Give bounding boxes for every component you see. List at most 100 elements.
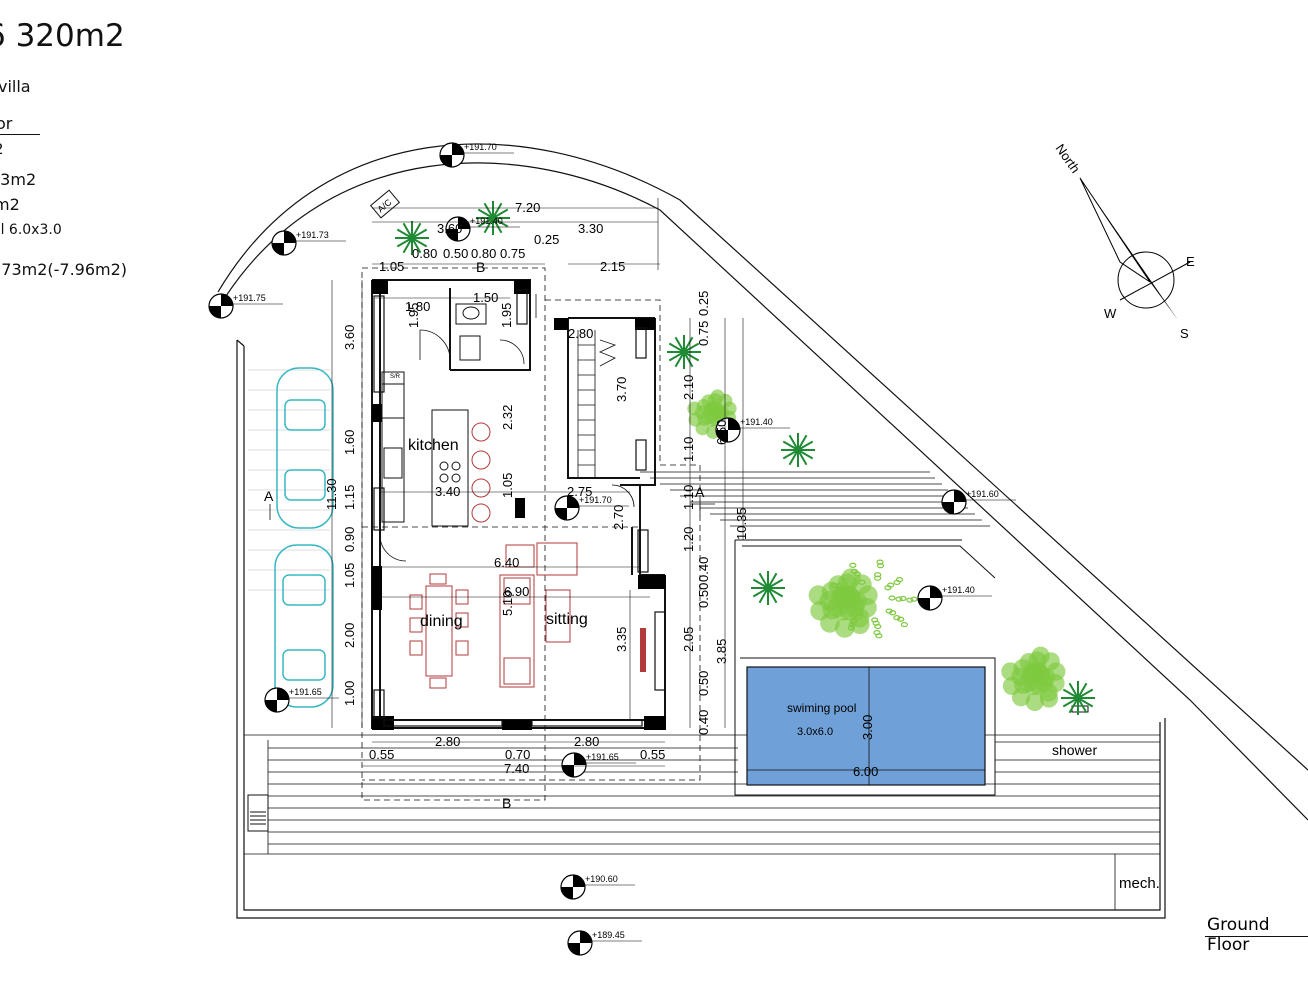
kitchen-counter bbox=[381, 371, 469, 527]
pool-terrace bbox=[734, 539, 996, 796]
dimension-label: 2.32 bbox=[500, 405, 515, 430]
info-heading-underline bbox=[0, 134, 40, 135]
info-line-2: 13m2 bbox=[0, 170, 37, 189]
section-mark-b-top: B bbox=[476, 259, 485, 275]
dimension-label: 0.25 bbox=[534, 232, 559, 247]
dimension-label: 5.10 bbox=[500, 591, 515, 616]
dimension-label: 3.60 bbox=[342, 325, 357, 350]
bar-stools bbox=[471, 422, 491, 523]
dimension-label: 0.50 bbox=[443, 246, 468, 261]
dimension-label: 3.00 bbox=[860, 715, 875, 740]
dimension-label: 0.55 bbox=[640, 747, 665, 762]
dimension-label: 0.80 bbox=[471, 246, 496, 261]
info-line-1: 2 bbox=[0, 140, 4, 158]
sheet-title-underline bbox=[1205, 936, 1308, 937]
sheet-title: Ground Floor bbox=[1207, 915, 1270, 955]
level-marker: +189.45 bbox=[567, 930, 642, 956]
section-lines bbox=[269, 500, 715, 520]
dining-table bbox=[409, 573, 469, 689]
level-value: +191.40 bbox=[470, 216, 503, 226]
dimension-label: 0.70 bbox=[505, 747, 530, 762]
dimension-label: 1.10 bbox=[681, 437, 696, 462]
tv-unit bbox=[640, 628, 646, 672]
dimension-lines bbox=[331, 198, 744, 767]
dimension-label: 1.10 bbox=[681, 485, 696, 510]
dimension-label: 1.05 bbox=[342, 563, 357, 588]
bbq-grill bbox=[247, 794, 269, 832]
project-title: 6 320m2 bbox=[0, 18, 125, 54]
dimension-label: 1.05 bbox=[379, 259, 404, 274]
dimension-label: 0.50 bbox=[696, 671, 711, 696]
level-marker: +191.40 bbox=[917, 585, 992, 611]
dimension-label: 11.30 bbox=[324, 478, 339, 510]
parking-area bbox=[248, 369, 330, 591]
palm-tree-icon bbox=[667, 335, 701, 369]
dimension-label: 1.05 bbox=[500, 473, 515, 498]
dimension-label: 6.50 bbox=[714, 420, 729, 445]
dimension-label: 2.80 bbox=[435, 734, 460, 749]
dimension-label: 0.40 bbox=[696, 557, 711, 582]
dimension-label: 3.40 bbox=[435, 484, 460, 499]
door-swings bbox=[379, 294, 635, 562]
landscaping bbox=[395, 201, 1095, 715]
dimension-label: 2.05 bbox=[681, 627, 696, 652]
level-marker: +191.60 bbox=[941, 489, 1016, 515]
level-value: +191.40 bbox=[740, 417, 773, 427]
dimension-label: 3.30 bbox=[578, 221, 603, 236]
dimension-label: 1.80 bbox=[405, 299, 430, 314]
car-icon bbox=[274, 544, 334, 708]
mech-label: mech. bbox=[1119, 875, 1160, 892]
north-arrow: North E W S bbox=[1053, 141, 1195, 341]
level-value: +191.65 bbox=[289, 687, 322, 697]
dimension-label: 2.70 bbox=[611, 505, 626, 530]
palm-tree-icon bbox=[751, 571, 785, 605]
tree-canopy-icon bbox=[826, 559, 918, 639]
dimension-label: 2.15 bbox=[600, 259, 625, 274]
dimension-label: 3.70 bbox=[614, 377, 629, 402]
level-value: +191.73 bbox=[296, 230, 329, 240]
level-value: +191.40 bbox=[942, 585, 975, 595]
dimension-label: 7.20 bbox=[515, 200, 540, 215]
level-value: +189.45 bbox=[592, 930, 625, 940]
dimension-label: 1.00 bbox=[342, 681, 357, 706]
terrace-deck bbox=[244, 734, 1160, 910]
level-marker: +191.73 bbox=[271, 230, 346, 256]
dimension-label: 3.60 bbox=[437, 221, 462, 236]
dimension-label: 2.75 bbox=[567, 484, 592, 499]
dimension-label: 0.25 bbox=[696, 291, 711, 316]
level-marker: +190.60 bbox=[560, 874, 635, 900]
swimming-pool bbox=[746, 666, 986, 786]
dimension-label: 0.80 bbox=[412, 246, 437, 261]
section-mark-b-bottom: B bbox=[502, 795, 511, 811]
pool-label: swiming pool bbox=[787, 701, 856, 715]
dimension-label: 1.60 bbox=[342, 430, 357, 455]
section-mark-a-left: A bbox=[264, 488, 274, 504]
palm-tree-icon bbox=[781, 433, 815, 467]
staircase bbox=[577, 330, 617, 478]
dimension-label: 0.75 bbox=[500, 246, 525, 261]
dimension-label: 2.00 bbox=[342, 623, 357, 648]
level-marker: +191.70 bbox=[554, 495, 629, 521]
level-value: +191.70 bbox=[579, 495, 612, 505]
section-mark-a-right: A bbox=[695, 484, 705, 500]
level-value: +191.65 bbox=[586, 752, 619, 762]
sitting-label: sitting bbox=[546, 611, 588, 628]
level-marker: +191.65 bbox=[561, 752, 636, 778]
level-value: +191.75 bbox=[233, 293, 266, 303]
dimension-label: 0.90 bbox=[342, 527, 357, 552]
car-icon bbox=[276, 367, 334, 529]
wc bbox=[455, 303, 487, 361]
pool-size: 3.0x6.0 bbox=[797, 726, 833, 738]
dimension-label: 3.35 bbox=[614, 627, 629, 652]
level-value: +191.60 bbox=[966, 489, 999, 499]
dimension-label: 10.35 bbox=[734, 507, 749, 540]
project-type: villa bbox=[0, 77, 31, 96]
level-marker: +191.40 bbox=[445, 216, 520, 242]
info-line-5: 5.73m2(-7.96m2) bbox=[0, 260, 128, 279]
level-value: +191.70 bbox=[464, 142, 497, 152]
dimension-label: 6.90 bbox=[504, 584, 529, 599]
dimension-label: 0.55 bbox=[369, 747, 394, 762]
dimension-label: 7.40 bbox=[504, 761, 529, 776]
